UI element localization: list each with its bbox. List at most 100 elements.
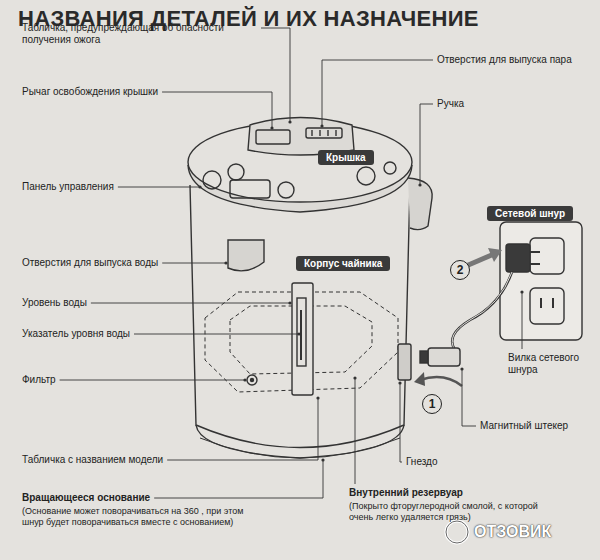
leader-line (322, 60, 433, 126)
power-cord-core (452, 272, 512, 350)
node-text: Крышка (326, 152, 366, 163)
leader-line (400, 383, 402, 462)
plug-prong (530, 263, 540, 265)
insert-arrow (420, 377, 462, 386)
leader-dot (198, 185, 201, 188)
leader-dot (270, 126, 273, 129)
node-text: Корпус чайника (304, 258, 382, 269)
arrow-head (488, 248, 502, 262)
leader-line (355, 378, 356, 484)
pot-socket (398, 344, 411, 380)
leader-line (60, 380, 245, 381)
socket-slot (540, 298, 542, 308)
panel-button (357, 167, 375, 185)
part-label: Фильтр (22, 374, 56, 386)
callout-number: 2 (450, 260, 470, 280)
panel-button (384, 162, 396, 174)
leader-line (167, 398, 318, 460)
part-label: Указатель уровня воды (22, 328, 130, 340)
magnetic-plug-tip (420, 351, 428, 363)
panel-button (278, 182, 294, 198)
leader-dot (316, 396, 319, 399)
section-band: Сетевой шнур (487, 206, 573, 221)
part-label: Гнездо (406, 456, 437, 468)
leader-line (162, 92, 272, 128)
part-label: Табличка с названием модели (22, 454, 163, 466)
node-text: 1 (429, 397, 436, 411)
vent-slot (335, 130, 336, 136)
lid-lever (256, 130, 290, 144)
pot-handle (408, 178, 432, 230)
leader-line (420, 104, 433, 185)
leader-line (162, 263, 226, 264)
part-label: Отверстия для выпуска воды (22, 257, 158, 269)
part-label: Внутренний резервуар (349, 487, 463, 499)
vent-slot (327, 130, 328, 136)
leader-dot (353, 376, 356, 379)
leader-line (91, 303, 290, 304)
water-spout (228, 240, 264, 271)
arrow-head (414, 372, 425, 386)
panel-button (203, 171, 221, 189)
part-label: Отверстия для выпуска пара (437, 54, 572, 66)
leader-line (154, 460, 323, 498)
leader-dot (297, 332, 300, 335)
pot-base (196, 425, 404, 458)
plug-prong (530, 251, 540, 253)
leader-line (134, 334, 299, 335)
leader-dot (398, 381, 401, 384)
leader-line (462, 369, 476, 426)
leader-dot (243, 378, 246, 381)
part-label: Уровень воды (22, 297, 87, 309)
water-gauge (292, 283, 313, 395)
node-text: 2 (457, 263, 464, 277)
callout-number: 1 (422, 394, 442, 414)
vent-slot (311, 130, 312, 136)
leader-line (522, 292, 523, 349)
leader-dot (320, 124, 323, 127)
part-label: Магнитный штекер (480, 420, 568, 432)
leader-line (261, 28, 290, 122)
leader-dot (418, 183, 421, 186)
filter-symbol (247, 375, 257, 385)
vent-slot (319, 130, 320, 136)
leader-dot (460, 367, 463, 370)
leader-line (118, 187, 200, 188)
watermark-logo (446, 521, 468, 543)
leader-dot (321, 458, 324, 461)
panel-display (230, 180, 270, 198)
outlet-socket (530, 238, 564, 274)
node-text: Сетевой шнур (495, 208, 565, 219)
base-ring (200, 438, 400, 458)
leader-dot (288, 301, 291, 304)
socket-slot (552, 298, 554, 308)
watermark-logo-edge (446, 521, 468, 543)
section-band: Корпус чайника (296, 256, 390, 271)
leader-dot (224, 261, 227, 264)
part-label: Ручка (437, 98, 464, 110)
leader-dot (288, 120, 291, 123)
power-cord (452, 272, 512, 350)
part-label: Вращающееся основание (22, 492, 150, 504)
plug-arrow (466, 254, 494, 266)
steam-vent (306, 128, 342, 138)
magnetic-plug (428, 348, 460, 366)
pot-body (190, 185, 410, 448)
part-label: (Покрыто фторуглеродной смолой, с которо… (349, 501, 549, 523)
part-label: (Основание может поворачиваться на 360 ,… (22, 506, 252, 528)
gauge-window (297, 298, 306, 366)
wall-outlet (500, 222, 582, 340)
part-label: Табличка, предупреждающая об опасности п… (22, 22, 257, 46)
watermark: ОТЗОВИК (474, 522, 551, 541)
part-label: Рычаг освобождения крышки (22, 86, 158, 98)
part-label: Вилка сетевого шнура (508, 352, 593, 376)
outlet-socket (530, 288, 564, 324)
filter-dot (251, 379, 254, 382)
part-label: Панель управления (22, 181, 114, 193)
gauge-indicator (300, 310, 302, 360)
section-band: Крышка (318, 150, 374, 165)
leader-dot (520, 290, 523, 293)
